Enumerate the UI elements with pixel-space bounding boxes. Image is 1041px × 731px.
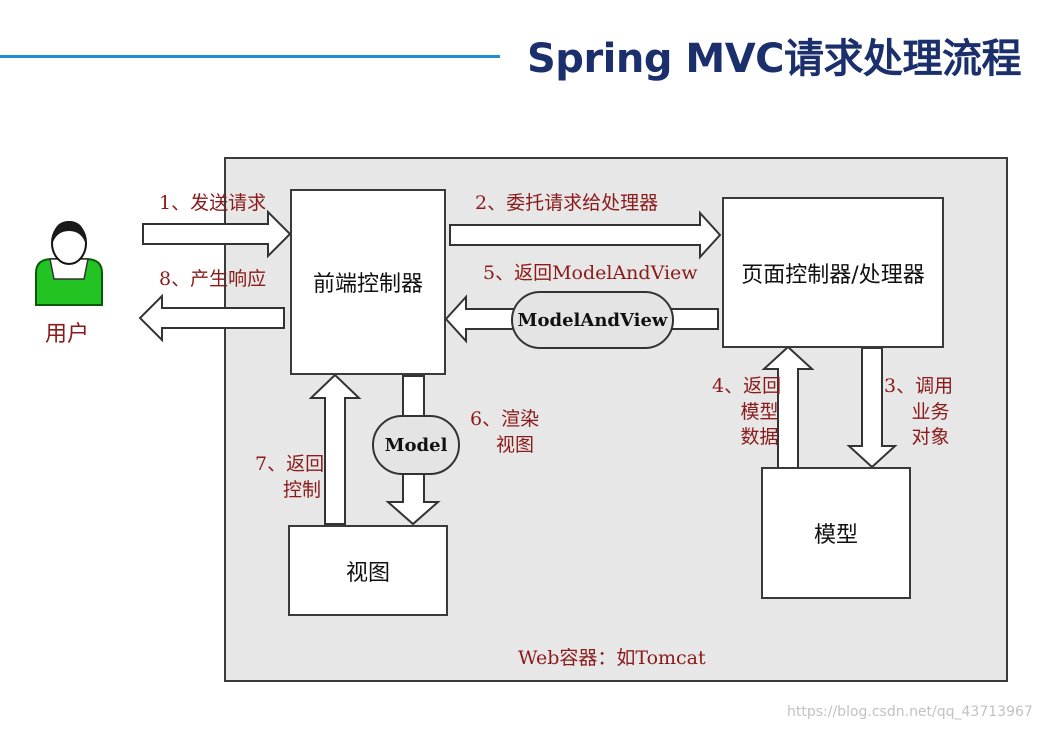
arrow-return-model-data (761, 345, 815, 469)
user-icon (35, 221, 103, 306)
step-6-line-2: 视图 (496, 433, 535, 456)
step-3-line-1: 3、调用 (884, 375, 954, 397)
view-box: 视图 (288, 525, 448, 616)
step-8-label: 8、产生响应 (159, 268, 267, 290)
user-label: 用户 (45, 322, 90, 347)
web-container-label: Web容器：如Tomcat (518, 647, 706, 669)
step-1-label: 1、发送请求 (159, 192, 267, 214)
arrow-call-business (846, 347, 898, 469)
front-controller-box: 前端控制器 (290, 189, 446, 375)
arrow-response (138, 293, 285, 343)
arrow-delegate (449, 210, 722, 260)
step-4-line-3: 数据 (740, 426, 779, 449)
arrow-return-control (308, 373, 362, 525)
watermark: https://blog.csdn.net/qq_43713967 (787, 704, 1033, 720)
step-3-label: 3、调用 业务 对象 (884, 374, 953, 451)
handler-box: 页面控制器/处理器 (722, 197, 944, 348)
title-underline (0, 55, 500, 58)
step-3-line-2: 业务 (911, 400, 950, 423)
step-7-line-1: 7、返回 (255, 453, 325, 475)
step-6-label: 6、渲染 视图 (470, 407, 539, 458)
step-3-line-3: 对象 (911, 426, 950, 449)
page-title: Spring MVC请求处理流程 (527, 36, 1022, 82)
step-7-line-2: 控制 (283, 478, 322, 501)
step-5-label: 5、返回ModelAndView (483, 262, 698, 284)
model-box: 模型 (761, 467, 911, 599)
modelandview-pill: ModelAndView (511, 291, 674, 349)
arrow-send-request (142, 209, 292, 259)
step-6-line-1: 6、渲染 (470, 408, 540, 430)
step-4-label: 4、返回 模型 数据 (712, 374, 781, 451)
step-7-label: 7、返回 控制 (255, 452, 324, 503)
step-2-label: 2、委托请求给处理器 (475, 192, 659, 214)
step-4-line-2: 模型 (740, 400, 779, 423)
model-pill: Model (372, 415, 460, 475)
step-4-line-1: 4、返回 (712, 375, 782, 397)
